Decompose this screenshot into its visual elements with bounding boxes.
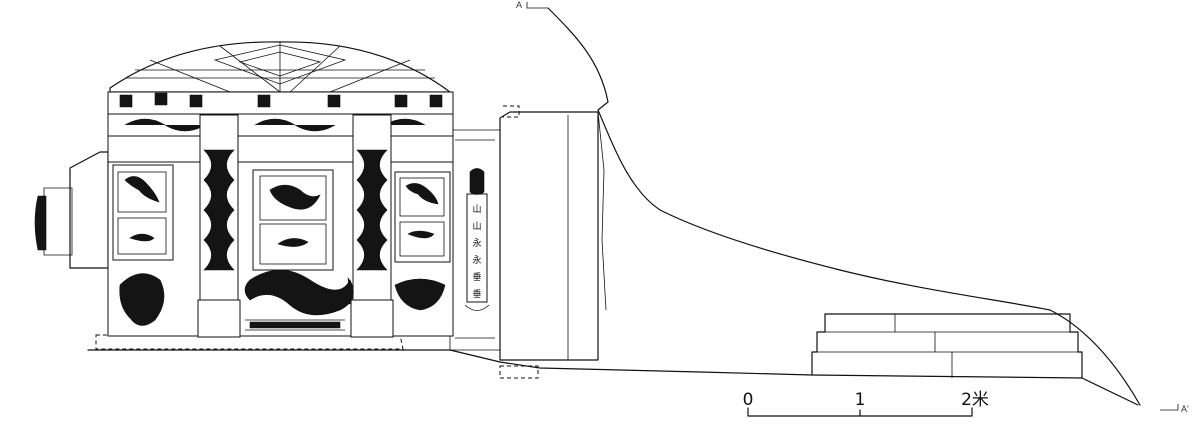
inscription-char-1: 山 xyxy=(472,204,481,215)
stone-platform xyxy=(811,313,1083,379)
eaves-band xyxy=(107,91,454,137)
scale-bar: 0 1 2米 xyxy=(743,390,989,417)
inscription-char-6: 垂 xyxy=(472,288,481,300)
scale-label-2: 2米 xyxy=(961,390,989,410)
dragon-relief xyxy=(244,269,354,316)
section-marker-a: A xyxy=(516,0,548,10)
rock-profile xyxy=(547,7,1141,406)
section-marker-a-prime-label: A' xyxy=(1181,404,1189,414)
foundation-dashed-right xyxy=(499,365,539,379)
inscription-char-5: 垂 xyxy=(472,271,481,283)
inscription-char-4: 永 xyxy=(472,254,481,266)
window-right xyxy=(394,171,451,263)
rear-niche xyxy=(34,151,109,269)
bird-figure-left xyxy=(119,273,165,326)
section-marker-a-label: A xyxy=(516,0,522,10)
scale-label-1: 1 xyxy=(855,390,866,410)
window-left xyxy=(112,164,174,261)
section-marker-a-prime: A' xyxy=(1160,404,1189,414)
inscription-stele: 山 山 永 永 垂 垂 xyxy=(464,168,490,311)
pillar-left xyxy=(197,114,241,338)
inscription-char-3: 永 xyxy=(472,237,481,249)
lower-carving xyxy=(119,269,446,331)
carving-right xyxy=(394,278,446,311)
inscription-char-2: 山 xyxy=(472,221,481,232)
dragon-tail xyxy=(339,276,353,305)
window-center xyxy=(252,169,334,271)
foundation-dashed-left xyxy=(95,334,404,350)
dome-roof xyxy=(109,41,451,93)
rock-crack xyxy=(597,111,607,311)
pillar-right xyxy=(350,114,394,338)
scale-label-0: 0 xyxy=(743,390,754,410)
ground-line xyxy=(87,349,1139,406)
